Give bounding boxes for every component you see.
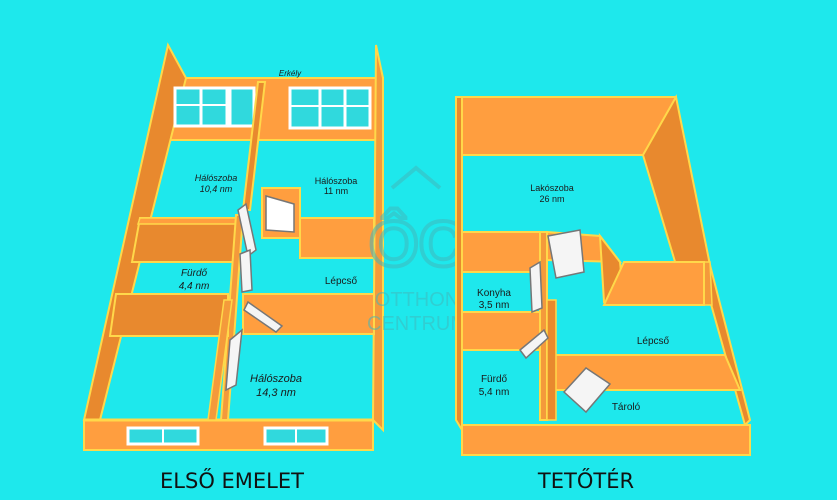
- door: [265, 195, 295, 233]
- window: [288, 86, 372, 130]
- floor-plan-first-floor: Erkély Hálószoba 10,4 nm Hálószoba 11 nm…: [82, 42, 384, 493]
- room-area-bathroom: 4,4 nm: [179, 281, 210, 292]
- door: [225, 328, 243, 392]
- room-label-living-room: Lakószoba: [530, 183, 574, 193]
- room-label-bathroom: Fürdő: [181, 268, 208, 279]
- window: [228, 86, 256, 128]
- room-area-living-room: 26 nm: [539, 194, 564, 204]
- door: [562, 367, 612, 414]
- room-label-stairs-attic: Lépcső: [637, 336, 670, 347]
- room-area-bedroom-3: 14,3 nm: [256, 387, 296, 399]
- window: [126, 426, 200, 446]
- room-label-bedroom-3: Hálószoba: [250, 373, 302, 385]
- door: [547, 229, 585, 279]
- window: [173, 86, 229, 128]
- room-label-bathroom-attic: Fürdő: [481, 374, 508, 385]
- wall: [602, 261, 705, 306]
- room-area-kitchen: 3,5 nm: [479, 300, 510, 311]
- door: [529, 260, 543, 314]
- logo-line-1: OTTHON: [375, 289, 459, 311]
- wall: [461, 231, 541, 273]
- wall: [546, 299, 557, 421]
- room-label-kitchen: Konyha: [477, 288, 511, 299]
- wall: [136, 217, 242, 225]
- room-label-balcony: Erkély: [279, 69, 302, 78]
- window: [263, 426, 329, 446]
- door: [237, 202, 257, 258]
- wall: [461, 424, 751, 456]
- room-label-stairs: Lépcső: [325, 276, 358, 287]
- floor-title-attic: TETŐTÉR: [537, 468, 634, 493]
- room-area-bedroom-2: 11 nm: [324, 186, 348, 196]
- door: [243, 300, 284, 333]
- logo-line-2: CENTRUM: [367, 313, 467, 335]
- door: [239, 248, 253, 293]
- floor-title-first: ELSŐ EMELET: [160, 468, 304, 493]
- room-label-storage: Tároló: [612, 402, 641, 413]
- room-area-bathroom-attic: 5,4 nm: [479, 387, 510, 398]
- floor-plan-attic: Lakószoba 26 nm Konyha 3,5 nm Lépcső Für…: [455, 94, 752, 493]
- room-label-bedroom-1: Hálószoba: [195, 173, 238, 183]
- wall: [207, 299, 233, 421]
- door: [518, 328, 549, 360]
- room-area-bedroom-1: 10,4 nm: [200, 184, 233, 194]
- logo: ÔC OTTHON CENTRUM: [367, 165, 467, 335]
- logo-mark: ÔC: [369, 207, 465, 280]
- wall: [455, 96, 677, 156]
- wall: [108, 293, 229, 337]
- wall: [241, 81, 267, 211]
- logo-roof-icon: [390, 165, 442, 190]
- wall: [299, 217, 375, 259]
- room-label-bedroom-2: Hálószoba: [315, 176, 358, 186]
- wall: [539, 231, 548, 421]
